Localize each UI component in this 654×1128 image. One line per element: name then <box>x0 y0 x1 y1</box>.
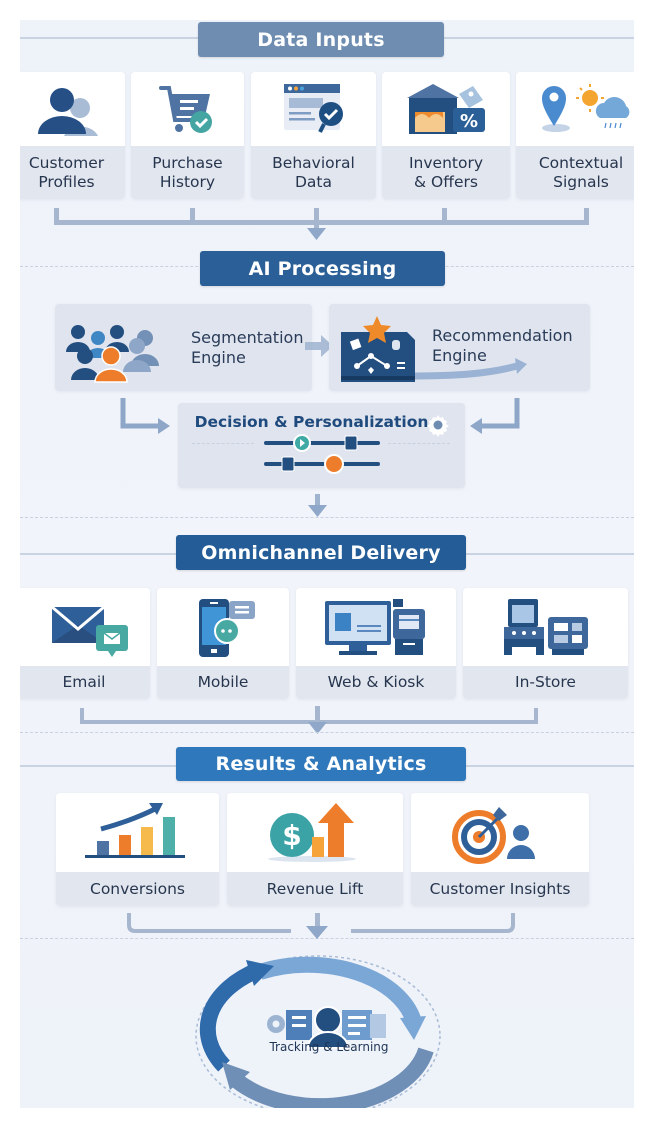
omnichannel-delivery-header: Omnichannel Delivery <box>176 535 466 570</box>
results-analytics-header: Results & Analytics <box>176 747 466 781</box>
svg-text:%: % <box>460 111 478 132</box>
card-label: Purchase History <box>131 146 244 199</box>
data-inputs-header: Data Inputs <box>198 22 444 57</box>
decision-personalization-label: Decision & Personalization <box>194 413 429 431</box>
connector <box>584 208 589 225</box>
segmentation-engine-box: Segmentation Engine <box>55 304 312 391</box>
bar-chart-growth-icon <box>56 793 219 872</box>
recommendation-engine-box: Recommendation Engine <box>329 304 590 391</box>
connector <box>315 913 320 929</box>
omnichannel-delivery-title: Omnichannel Delivery <box>201 541 441 564</box>
infographic-panel: Data Inputs Customer Profiles <box>20 20 634 1108</box>
svg-text:$: $ <box>282 819 301 852</box>
result-card-conversions: Conversions <box>56 793 219 906</box>
feedback-loop-icon <box>188 940 468 1108</box>
elbow-arrow-icon <box>118 398 174 438</box>
connector <box>315 706 320 724</box>
gear-icon <box>426 413 450 437</box>
arrow-down-icon <box>308 722 327 734</box>
card-label: In-Store <box>463 666 628 699</box>
delivery-card-mobile: Mobile <box>157 588 289 699</box>
section-divider <box>20 517 634 518</box>
card-label: Customer Insights <box>411 872 589 906</box>
section-divider <box>20 732 634 733</box>
result-card-revenue-lift: $ Revenue Lift <box>227 793 403 906</box>
delivery-card-email: Email <box>20 588 150 699</box>
delivery-card-web-kiosk: Web & Kiosk <box>296 588 456 699</box>
shopping-cart-check-icon <box>131 72 244 144</box>
data-inputs-title: Data Inputs <box>257 28 385 51</box>
bracket-connector <box>126 913 516 937</box>
ai-processing-header: AI Processing <box>200 251 445 286</box>
dollar-arrow-up-icon: $ <box>227 793 403 872</box>
card-label: Inventory & Offers <box>382 146 510 199</box>
envelope-chat-icon <box>20 588 150 666</box>
input-card-purchase-history: Purchase History <box>131 72 244 199</box>
connector <box>315 494 320 506</box>
desktop-kiosk-icon <box>296 588 456 666</box>
input-card-customer-profiles: Customer Profiles <box>20 72 125 199</box>
people-group-icon <box>65 312 175 384</box>
input-card-behavioral-data: Behavioral Data <box>251 72 376 199</box>
section-divider <box>20 938 634 939</box>
card-label: Mobile <box>157 666 289 699</box>
divider <box>388 443 450 444</box>
card-label: Conversions <box>56 872 219 906</box>
arrow-right-icon <box>305 335 335 357</box>
connector <box>80 708 84 724</box>
pos-terminal-icon <box>463 588 628 666</box>
connector <box>534 708 538 724</box>
connector <box>314 208 319 230</box>
mobile-phone-chat-icon <box>157 588 289 666</box>
card-label: Web & Kiosk <box>296 666 456 699</box>
connector <box>54 220 589 225</box>
recommendation-engine-label: Recommendation Engine <box>432 326 573 365</box>
connector <box>54 208 59 225</box>
warehouse-percent-tag-icon: % <box>382 72 510 144</box>
ai-processing-title: AI Processing <box>248 257 397 280</box>
sliders-icon <box>262 429 382 479</box>
delivery-card-in-store: In-Store <box>463 588 628 699</box>
connector <box>442 208 447 225</box>
location-weather-icon <box>516 72 634 144</box>
divider <box>192 443 254 444</box>
result-card-customer-insights: Customer Insights <box>411 793 589 906</box>
arrow-down-icon <box>308 505 327 517</box>
card-label: Behavioral Data <box>251 146 376 199</box>
card-label: Contextual Signals <box>516 146 634 199</box>
connector <box>190 208 195 225</box>
arrow-down-icon <box>307 228 326 240</box>
results-analytics-title: Results & Analytics <box>215 753 427 775</box>
tracking-learning-label: Tracking & Learning <box>269 1040 389 1054</box>
elbow-arrow-icon <box>470 398 526 438</box>
decision-personalization-box: Decision & Personalization <box>178 403 465 488</box>
card-label: Customer Profiles <box>20 146 125 199</box>
card-label: Email <box>20 666 150 699</box>
segmentation-engine-label: Segmentation Engine <box>191 328 304 367</box>
target-person-icon <box>411 793 589 872</box>
browser-window-check-icon <box>251 72 376 144</box>
customer-profiles-icon <box>20 72 125 144</box>
card-label: Revenue Lift <box>227 872 403 906</box>
recommendation-network-star-icon <box>337 314 537 386</box>
input-card-inventory-offers: % Inventory & Offers <box>382 72 510 199</box>
input-card-contextual-signals: Contextual Signals <box>516 72 634 199</box>
arrow-down-icon <box>306 926 328 939</box>
